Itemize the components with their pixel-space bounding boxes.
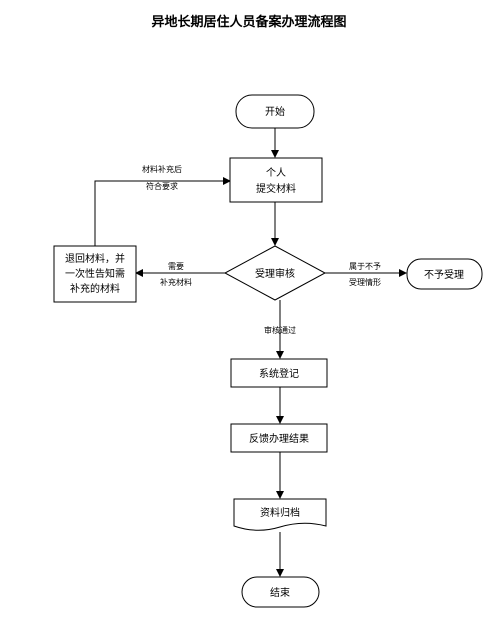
return-label-line3: 补充的材料: [70, 282, 120, 295]
archive-label: 资料归档: [260, 506, 300, 519]
resubmit-label-line1: 材料补充后: [142, 164, 182, 174]
need-supplement-label-line1: 需要: [168, 262, 184, 271]
register-label: 系统登记: [259, 367, 299, 380]
diagram-title: 异地长期居住人员备案办理流程图: [151, 14, 346, 30]
submit-label-line2: 提交材料: [256, 182, 296, 195]
submit-node: 个人 提交材料: [229, 157, 323, 203]
reject-condition-label-line1: 属于不予: [349, 262, 381, 271]
review-label: 受理审核: [255, 267, 295, 280]
reject-condition-label-line2: 受理情形: [349, 277, 381, 287]
review-decision: 受理审核: [223, 245, 327, 301]
return-label-line1: 退回材料，并: [65, 252, 125, 265]
reject-node: 不予受理: [406, 258, 483, 290]
return-label-line2: 一次性告知需: [65, 267, 125, 280]
arrow-return-to-submit: [94, 177, 231, 246]
end-label: 结束: [270, 586, 290, 599]
need-supplement-label-line2: 补充材料: [160, 277, 192, 287]
register-node: 系统登记: [230, 358, 328, 388]
start-label: 开始: [265, 105, 285, 118]
start-node: 开始: [235, 94, 315, 129]
resubmit-label-line2: 符合要求: [146, 181, 178, 191]
end-node: 结束: [241, 576, 320, 608]
feedback-label: 反馈办理结果: [249, 432, 309, 445]
archive-document: 资料归档: [233, 498, 327, 531]
connectors: [94, 128, 407, 577]
submit-label-line1: 个人: [266, 167, 286, 179]
return-node: 退回材料，并 一次性告知需 补充的材料: [53, 245, 137, 303]
feedback-node: 反馈办理结果: [230, 423, 328, 453]
approved-label: 审核通过: [264, 325, 296, 335]
reject-label: 不予受理: [424, 269, 464, 281]
